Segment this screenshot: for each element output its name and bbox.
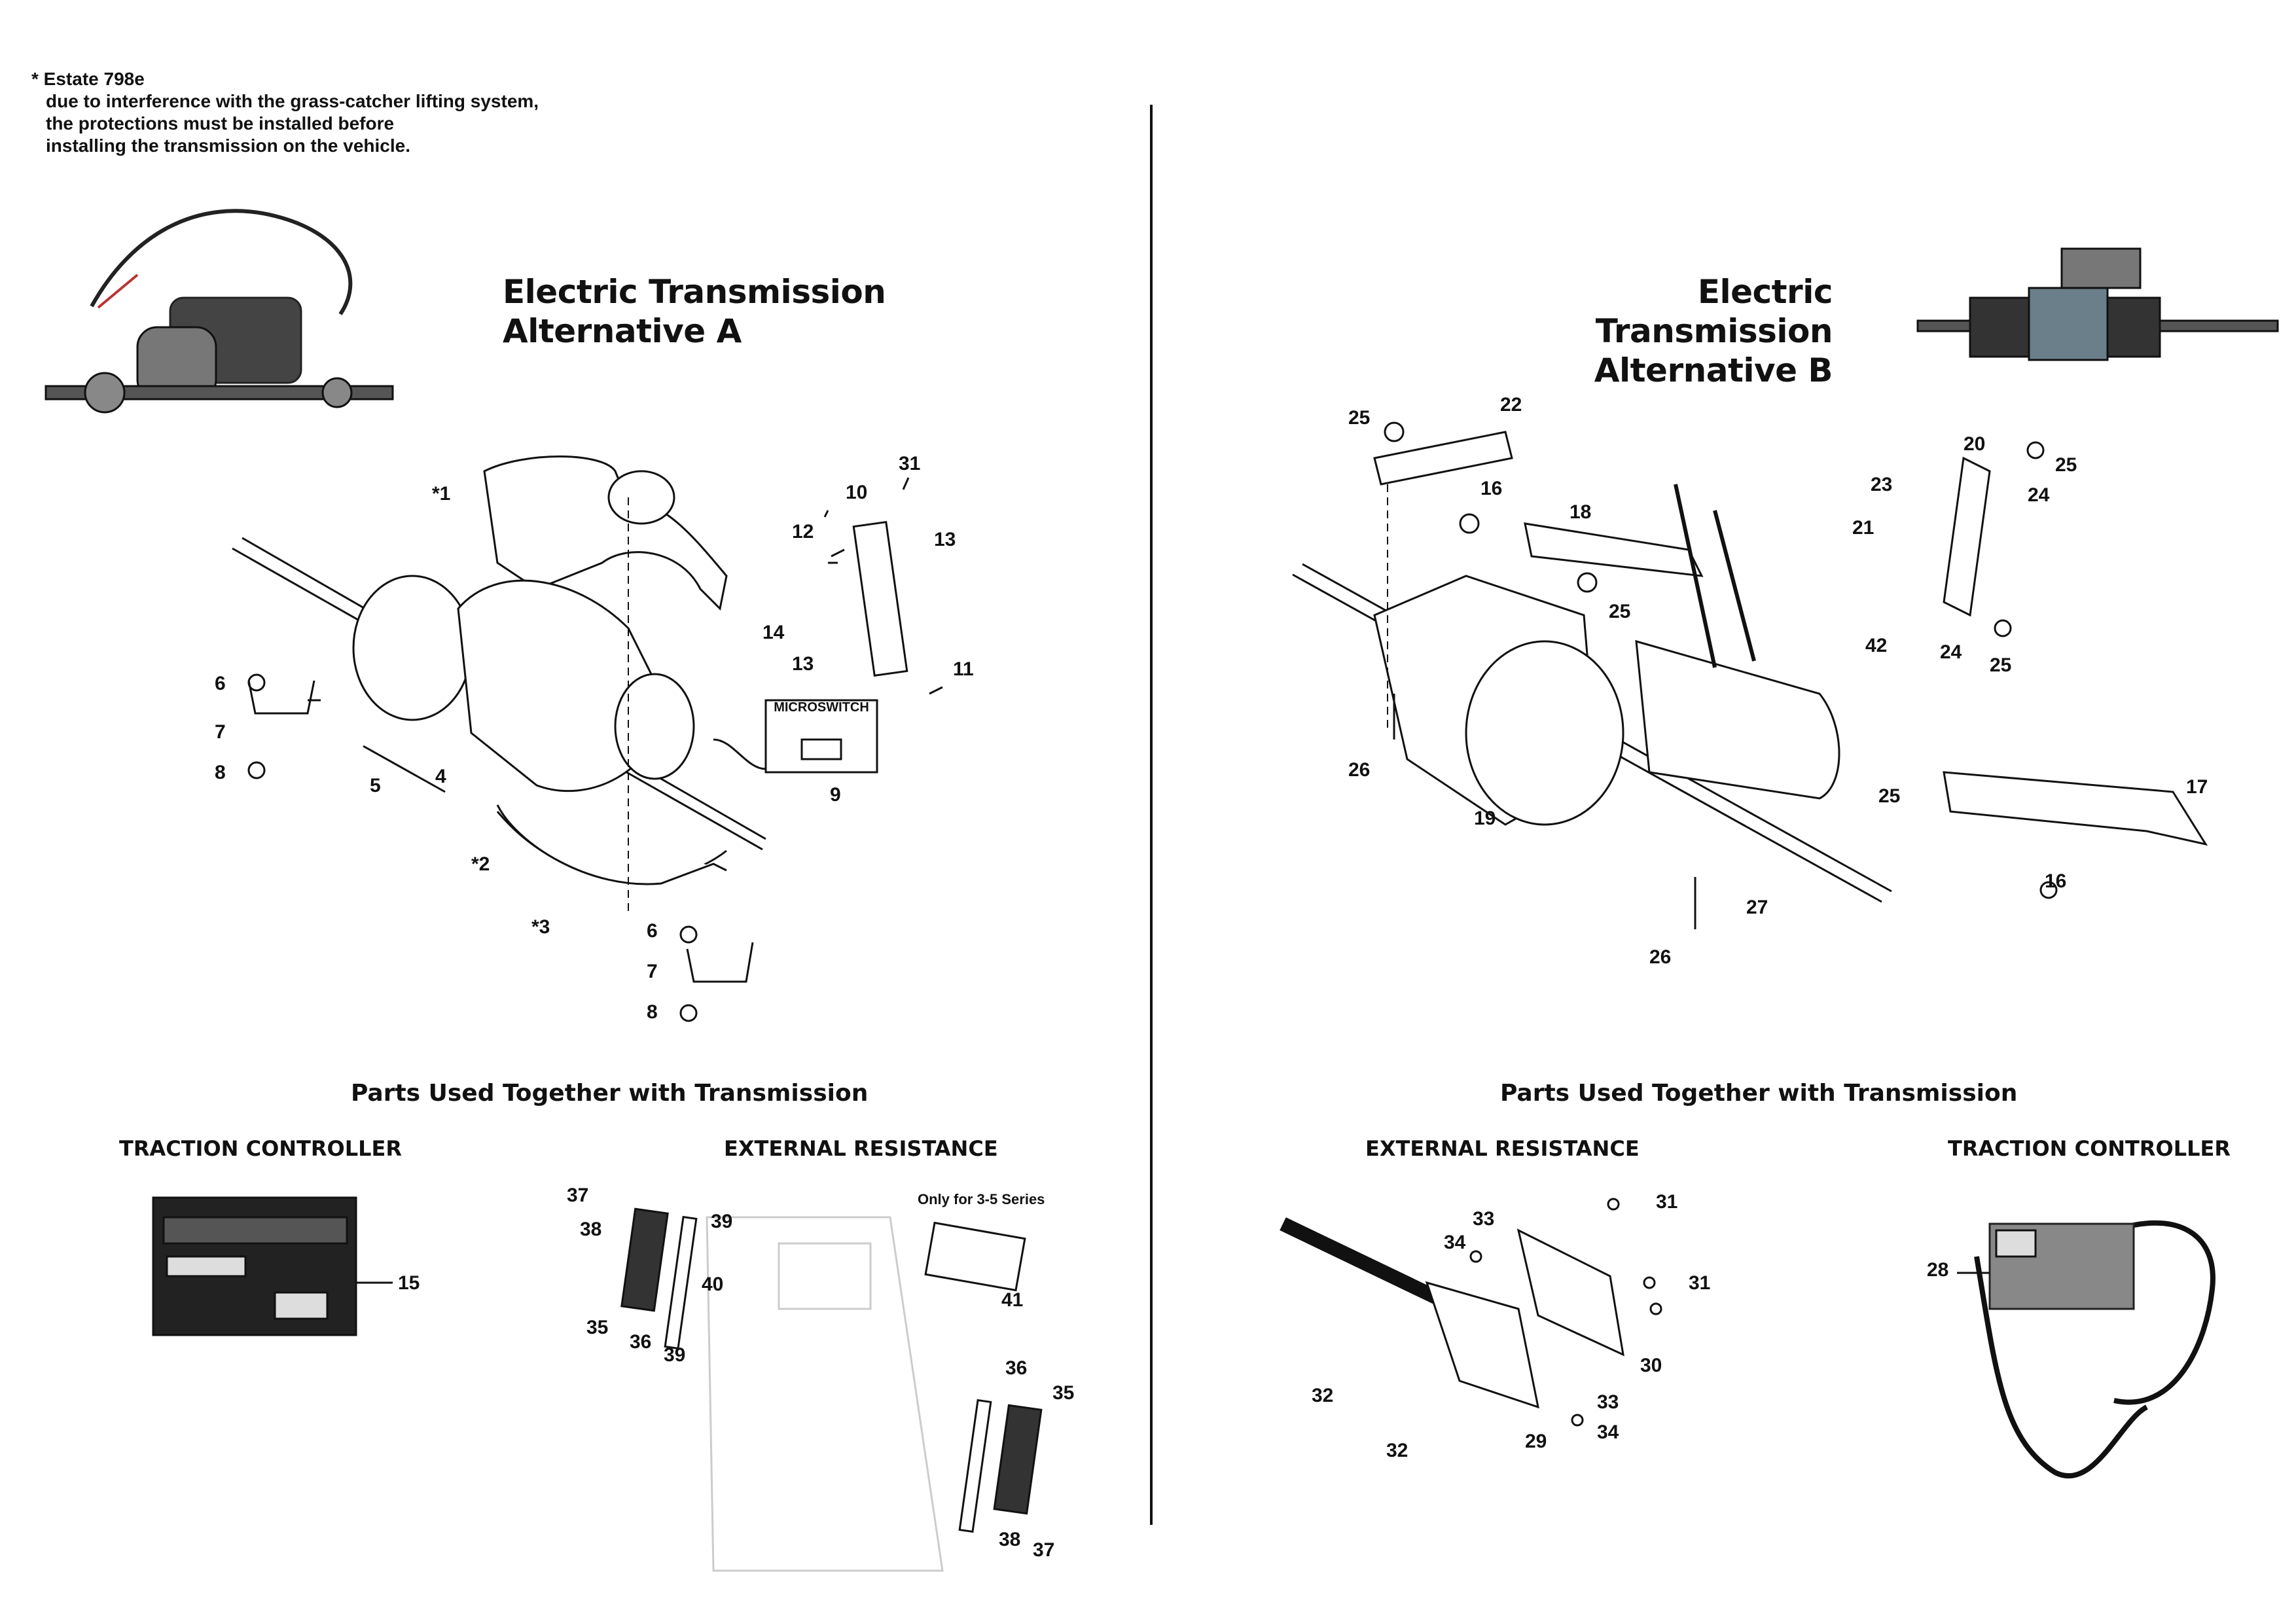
callout-a-3: *3 — [531, 916, 550, 938]
callout-b-20: 20 — [1964, 433, 1986, 455]
callout-b-25d: 25 — [1990, 654, 2012, 676]
callout-l-39a: 39 — [711, 1211, 733, 1232]
callout-b-25c: 25 — [1609, 601, 1631, 622]
callout-a-13a: 13 — [934, 529, 956, 550]
callout-l-38a: 38 — [580, 1219, 602, 1240]
callout-a-10: 10 — [846, 482, 868, 503]
callout-l-38b: 38 — [999, 1529, 1021, 1550]
right-external-resistance-image — [1280, 1198, 1662, 1427]
callout-b-42: 42 — [1865, 635, 1888, 656]
callout-l-41: 41 — [1001, 1289, 1024, 1311]
left-traction-title: TRACTION CONTROLLER — [119, 1136, 402, 1161]
callout-b-26b: 26 — [1649, 946, 1672, 968]
callout-l-35a: 35 — [586, 1317, 609, 1338]
callout-r-33b: 33 — [1597, 1391, 1619, 1413]
right-parts-heading: Parts Used Together with Transmission — [1500, 1080, 2018, 1107]
callout-r-31a: 31 — [1656, 1191, 1678, 1213]
callout-a-9: 9 — [830, 784, 841, 806]
note-line-1: * Estate 798e — [31, 69, 145, 89]
callout-l-35b: 35 — [1052, 1382, 1075, 1404]
center-divider — [1150, 105, 1153, 1525]
alt-b-transmission-photo — [1916, 247, 2279, 361]
callout-l-37a: 37 — [567, 1185, 589, 1206]
callout-r-29: 29 — [1525, 1431, 1547, 1452]
callout-r-28: 28 — [1927, 1259, 1949, 1281]
alt-a-transmission-photo — [45, 209, 394, 414]
callout-b-23: 23 — [1871, 474, 1893, 495]
callout-l-40: 40 — [702, 1274, 724, 1295]
callout-r-33a: 33 — [1473, 1208, 1495, 1230]
callout-l-39b: 39 — [664, 1344, 686, 1366]
callout-a-7a: 7 — [215, 721, 226, 743]
note-line-3: the protections must be installed before — [46, 113, 395, 134]
callout-l-15: 15 — [398, 1272, 420, 1294]
callout-a-1: *1 — [432, 483, 451, 505]
right-resistance-title: EXTERNAL RESISTANCE — [1365, 1136, 1640, 1161]
callout-r-32b: 32 — [1386, 1440, 1408, 1461]
callout-b-27: 27 — [1746, 897, 1768, 918]
callout-r-31b: 31 — [1689, 1272, 1711, 1294]
callout-b-16b: 16 — [2045, 870, 2067, 892]
left-resistance-title: EXTERNAL RESISTANCE — [724, 1136, 998, 1161]
callout-a-4: 4 — [435, 766, 446, 787]
left-traction-controller-image — [152, 1196, 393, 1336]
callout-b-26a: 26 — [1348, 759, 1371, 781]
alt-a-title-line1: Electric Transmission — [503, 273, 886, 311]
callout-r-34b: 34 — [1597, 1421, 1619, 1443]
callout-l-36a: 36 — [630, 1331, 652, 1353]
callout-b-19: 19 — [1474, 808, 1496, 829]
only-series-note: Only for 3-5 Series — [918, 1191, 1045, 1207]
alt-b-exploded-view — [1291, 421, 2208, 929]
microswitch-label: MICROSWITCH — [774, 700, 869, 715]
left-external-resistance-image — [620, 1207, 1043, 1572]
callout-b-25a: 25 — [1348, 407, 1371, 429]
alt-a-title: Electric Transmission Alternative A — [503, 272, 886, 351]
callout-r-34a: 34 — [1444, 1232, 1466, 1253]
alt-a-exploded-view — [231, 455, 943, 1022]
callout-a-5: 5 — [370, 775, 381, 796]
callout-a-2: *2 — [471, 853, 490, 875]
callout-b-24a: 24 — [2028, 484, 2050, 506]
left-parts-heading: Parts Used Together with Transmission — [351, 1080, 869, 1107]
alt-b-title: Electric Transmission Alternative B — [1466, 272, 1833, 390]
callout-b-21: 21 — [1852, 517, 1874, 539]
callout-a-14: 14 — [762, 622, 785, 643]
callout-a-13b: 13 — [792, 653, 814, 675]
installation-note: * Estate 798e due to interference with t… — [31, 68, 539, 157]
callout-l-36b: 36 — [1005, 1357, 1028, 1379]
callout-a-11: 11 — [953, 658, 974, 680]
callout-l-37b: 37 — [1033, 1539, 1055, 1561]
callout-b-22: 22 — [1500, 394, 1522, 416]
callout-b-17: 17 — [2186, 776, 2208, 798]
right-traction-controller-image — [1957, 1220, 2215, 1479]
note-line-2: due to interference with the grass-catch… — [46, 91, 539, 111]
callout-b-16a: 16 — [1480, 478, 1503, 499]
callout-a-6b: 6 — [647, 920, 658, 942]
callout-b-18: 18 — [1570, 501, 1592, 523]
callout-a-12: 12 — [792, 521, 814, 543]
callout-b-25e: 25 — [1878, 785, 1901, 807]
callout-a-31: 31 — [899, 453, 921, 474]
callout-a-7b: 7 — [647, 961, 658, 982]
callout-a-6a: 6 — [215, 673, 226, 694]
note-line-4: installing the transmission on the vehic… — [46, 135, 411, 156]
callout-a-8a: 8 — [215, 762, 226, 783]
alt-a-title-line2: Alternative A — [503, 312, 742, 350]
callout-b-24b: 24 — [1940, 641, 1962, 663]
alt-b-title-line1: Electric Transmission — [1595, 273, 1833, 350]
callout-r-32a: 32 — [1312, 1385, 1334, 1406]
callout-a-8b: 8 — [647, 1001, 658, 1023]
callout-b-25b: 25 — [2055, 454, 2077, 476]
right-traction-title: TRACTION CONTROLLER — [1948, 1136, 2231, 1161]
alt-b-title-line2: Alternative B — [1594, 351, 1833, 389]
callout-r-30: 30 — [1640, 1355, 1662, 1376]
